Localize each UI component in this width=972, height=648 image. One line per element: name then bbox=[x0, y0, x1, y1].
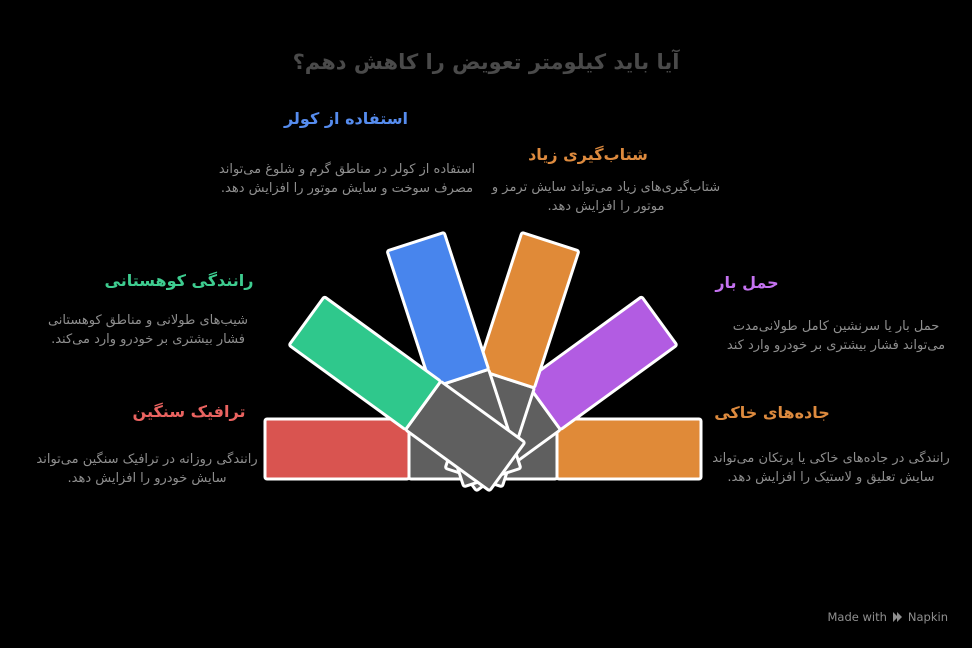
body-line: فشار بیشتری بر خودرو وارد می‌کند. bbox=[51, 332, 245, 347]
page-title: آیا باید کیلومتر تعویض را کاهش دهم؟ bbox=[292, 50, 680, 74]
section-body-cooler: استفاده از کولر در مناطق گرم و شلوغ می‌ت… bbox=[219, 160, 475, 198]
section-body-traffic: رانندگی روزانه در ترافیک سنگین می‌تواند … bbox=[36, 450, 257, 488]
section-heading-mountain: رانندگی کوهستانی bbox=[104, 271, 254, 290]
blade-color-segment bbox=[524, 295, 678, 431]
body-line: استفاده از کولر در مناطق گرم و شلوغ می‌ت… bbox=[218, 162, 476, 177]
body-line: شتاب‌گیری‌های زیاد می‌تواند سایش ترمز و bbox=[491, 180, 721, 195]
section-heading-dirt-roads: جاده‌های خاکی bbox=[714, 403, 830, 422]
section-heading-acceleration: شتاب‌گیری زیاد bbox=[528, 145, 648, 164]
blade-color-segment bbox=[263, 417, 411, 481]
body-line: سایش تعلیق و لاستیک را افزایش دهد. bbox=[727, 470, 935, 485]
section-heading-load: حمل بار bbox=[715, 273, 779, 292]
blade-color-segment bbox=[288, 295, 442, 431]
blade-color-segment bbox=[476, 231, 580, 389]
blade-color-segment bbox=[386, 231, 490, 389]
section-heading-traffic: ترافیک سنگین bbox=[132, 402, 246, 421]
body-line: حمل بار یا سرنشین کامل طولانی‌مدت bbox=[732, 319, 940, 334]
napkin-logo-icon bbox=[892, 611, 903, 623]
body-line: می‌تواند فشار بیشتری بر خودرو وارد کند bbox=[726, 338, 946, 353]
made-with-label: Made with bbox=[827, 610, 887, 624]
napkin-brand-label: Napkin bbox=[907, 610, 948, 624]
section-body-dirt-roads: رانندگی در جاده‌های خاکی یا پرتکان می‌تو… bbox=[712, 449, 950, 487]
blade-color-segment bbox=[555, 417, 703, 481]
section-body-load: حمل بار یا سرنشین کامل طولانی‌مدت می‌توا… bbox=[727, 317, 945, 355]
section-body-mountain: شیب‌های طولانی و مناطق کوهستانی فشار بیش… bbox=[48, 311, 248, 349]
body-line: سایش خودرو را افزایش دهد. bbox=[67, 471, 227, 486]
body-line: مصرف سوخت و سایش موتور را افزایش دهد. bbox=[220, 181, 474, 196]
napkin-watermark: Made with Napkin bbox=[828, 610, 949, 624]
body-line: رانندگی در جاده‌های خاکی یا پرتکان می‌تو… bbox=[712, 451, 950, 466]
section-body-acceleration: شتاب‌گیری‌های زیاد می‌تواند سایش ترمز و … bbox=[492, 178, 720, 216]
section-heading-cooler: استفاده از کولر bbox=[283, 109, 409, 128]
body-line: رانندگی روزانه در ترافیک سنگین می‌تواند bbox=[36, 452, 258, 467]
fan-blade-mountain bbox=[288, 295, 526, 492]
body-line: موتور را افزایش دهد. bbox=[547, 199, 665, 214]
body-line: شیب‌های طولانی و مناطق کوهستانی bbox=[47, 313, 249, 328]
